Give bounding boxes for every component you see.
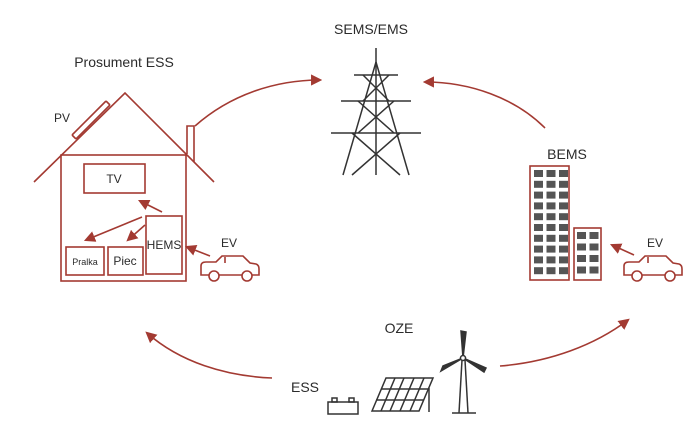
building-window [546,191,556,199]
building-window [589,255,599,262]
building-window [534,180,543,188]
building-window [534,191,543,199]
pralka-box: Pralka [65,246,105,276]
building-window [534,245,543,253]
building-window [589,266,599,274]
wind-turbine-icon [439,330,488,414]
tv-label: TV [106,172,121,186]
house [33,91,215,282]
building-window [589,243,599,251]
building-window [534,234,543,242]
car-icon-building [623,255,683,282]
building-window [546,170,556,177]
building-window [546,256,556,264]
building-window [546,267,556,275]
ess-label: ESS [291,379,319,395]
prosument-ess-label: Prosument ESS [74,54,174,70]
building-window [577,243,586,251]
building-window [559,202,568,210]
ev-home-label: EV [221,236,237,250]
arrow-bems-to-sems [422,76,546,129]
arrow-ev-to-building [609,243,635,256]
building-window [546,224,556,231]
building-window [534,213,543,221]
piec-box: Piec [107,246,144,276]
building-window [559,245,568,253]
tall-building-windows [534,170,568,275]
building-window [559,224,568,231]
ev-building-label: EV [647,236,663,250]
building-window [546,245,556,253]
arrow-oze-to-bems [499,318,630,367]
building-window [559,213,568,221]
building-window [559,170,568,177]
building-window [534,202,543,210]
building-window [534,224,543,231]
building-window [534,256,543,264]
pralka-label: Pralka [72,257,98,267]
building-window [534,267,543,275]
building-window [559,234,568,242]
hems-box: HEMS [145,215,183,275]
oze-label: OZE [385,320,414,336]
building-window [559,191,568,199]
building-window [559,267,568,275]
hems-label: HEMS [147,238,182,252]
building-window [589,232,599,239]
car-icon-home [200,255,260,282]
building-window [577,266,586,274]
piec-label: Piec [113,254,136,268]
sems-ems-label: SEMS/EMS [334,21,408,37]
pv-label: PV [54,111,70,125]
bems-label: BEMS [547,146,587,162]
tall-building-icon [529,165,570,281]
building-window [546,213,556,221]
building-window [577,255,586,262]
arrow-ess-to-home [145,331,273,379]
building-window [559,256,568,264]
transmission-tower-icon [331,48,421,176]
building-window [577,232,586,239]
arrow-home-to-sems [194,74,323,127]
tv-box: TV [83,163,146,194]
short-building-icon [573,227,602,281]
battery-icon [327,397,359,415]
building-window [559,180,568,188]
building-window [546,234,556,242]
short-building-windows [577,232,599,274]
building-window [534,170,543,177]
building-window [546,180,556,188]
solar-panel-icon [370,377,435,412]
building-window [546,202,556,210]
home-internal-arrows [83,199,211,257]
